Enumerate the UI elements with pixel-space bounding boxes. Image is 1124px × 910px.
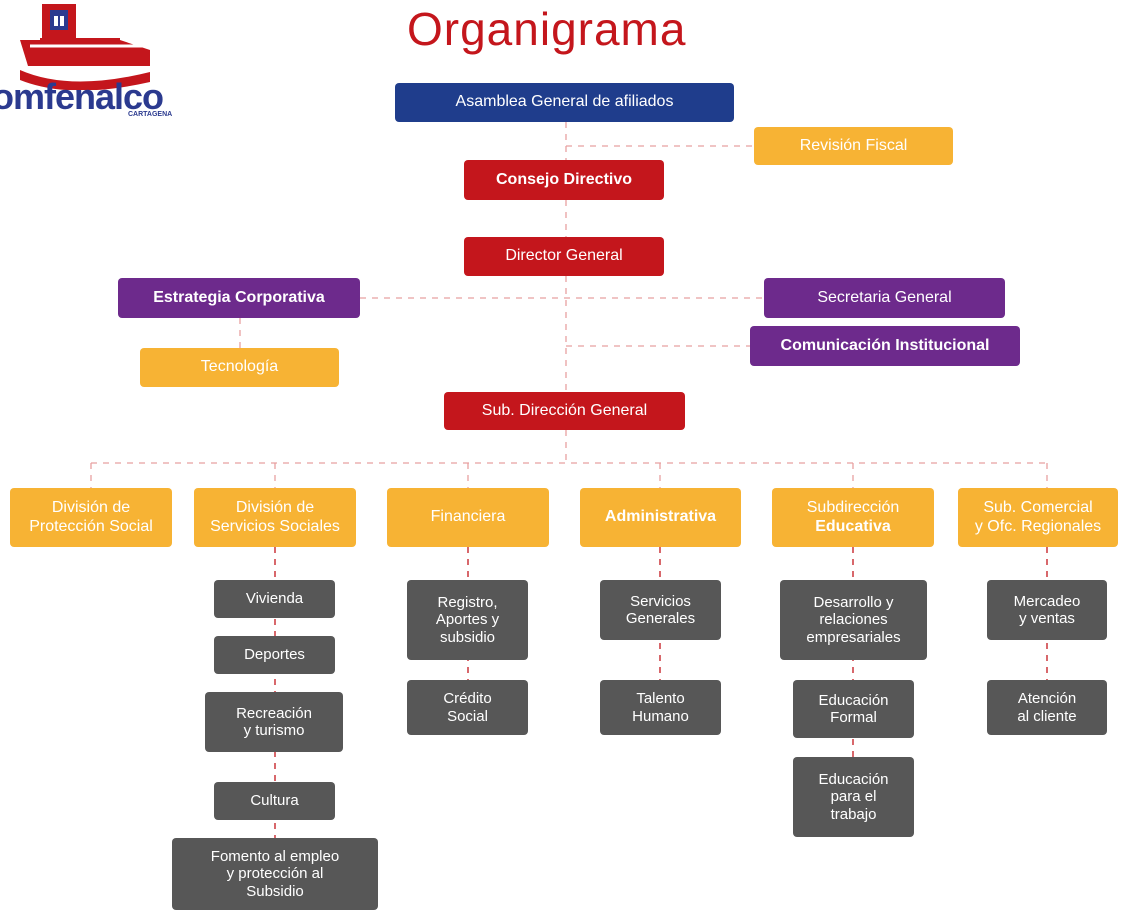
unit-label: Subsidio xyxy=(246,882,304,900)
logo-wordmark: omfenalco xyxy=(0,76,164,117)
unit-label: Cultura xyxy=(250,792,299,810)
unit-registro-aportes: Registro, Aportes y subsidio xyxy=(407,580,528,660)
division-proteccion-social: División de Protección Social xyxy=(10,488,172,547)
unit-deportes: Deportes xyxy=(214,636,335,674)
division-label-line2: Protección Social xyxy=(29,517,153,535)
unit-label: Formal xyxy=(830,709,877,726)
unit-label: Crédito xyxy=(443,690,492,708)
unit-desarrollo-relaciones: Desarrollo y relaciones empresariales xyxy=(780,580,927,660)
division-label-line1: División de xyxy=(51,499,131,517)
division-label-line2: Servicios Sociales xyxy=(210,517,340,535)
unit-label: relaciones xyxy=(819,611,888,629)
division-subdireccion-educativa: Subdirección Educativa xyxy=(772,488,934,547)
comfenalco-logo: omfenalco CARTAGENA xyxy=(0,0,182,125)
unit-label: Fomento al empleo xyxy=(210,848,340,866)
node-label: Consejo Directivo xyxy=(495,170,633,188)
node-director-general: Director General xyxy=(464,237,664,276)
unit-label: y protección al xyxy=(226,865,324,883)
node-consejo-directivo: Consejo Directivo xyxy=(464,160,664,200)
node-label: Asamblea General de afiliados xyxy=(455,93,674,111)
unit-label: Talento xyxy=(636,690,685,708)
unit-label: y turismo xyxy=(243,722,305,739)
unit-cultura: Cultura xyxy=(214,782,335,820)
division-financiera: Financiera xyxy=(387,488,549,547)
unit-label: Mercadeo xyxy=(1013,592,1081,610)
unit-label: Aportes y xyxy=(435,611,500,629)
division-label-line1: Subdirección xyxy=(806,499,900,517)
unit-label: Recreación xyxy=(236,704,312,722)
unit-label: Desarrollo y xyxy=(813,594,894,612)
unit-label: Vivienda xyxy=(245,590,304,608)
unit-label: Registro, xyxy=(437,594,498,612)
division-servicios-sociales: División de Servicios Sociales xyxy=(194,488,356,547)
unit-label: empresariales xyxy=(806,628,901,646)
unit-label: Generales xyxy=(625,610,696,627)
node-revision-fiscal: Revisión Fiscal xyxy=(754,127,953,165)
division-sub-comercial: Sub. Comercial y Ofc. Regionales xyxy=(958,488,1118,547)
unit-label: al cliente xyxy=(1017,707,1077,725)
node-label: Estrategia Corporativa xyxy=(153,288,325,306)
unit-label: trabajo xyxy=(830,805,877,823)
unit-mercadeo-ventas: Mercadeo y ventas xyxy=(987,580,1107,640)
logo-subtitle: CARTAGENA xyxy=(128,111,173,118)
unit-label: Atención xyxy=(1017,690,1077,708)
node-label: Secretaria General xyxy=(817,288,952,306)
node-label: Sub. Dirección General xyxy=(481,401,648,419)
node-asamblea: Asamblea General de afiliados xyxy=(395,83,734,122)
unit-label: subsidio xyxy=(439,628,496,646)
unit-label: Servicios xyxy=(630,592,691,610)
unit-talento-humano: Talento Humano xyxy=(600,680,721,735)
node-tecnologia: Tecnología xyxy=(140,348,339,387)
unit-label: para el xyxy=(830,788,877,806)
castle-logo-icon xyxy=(20,4,150,90)
node-label: Revisión Fiscal xyxy=(799,136,908,154)
division-administrativa: Administrativa xyxy=(580,488,741,547)
unit-vivienda: Vivienda xyxy=(214,580,335,618)
unit-credito-social: Crédito Social xyxy=(407,680,528,735)
unit-servicios-generales: Servicios Generales xyxy=(600,580,721,640)
node-secretaria-general: Secretaria General xyxy=(764,278,1005,318)
unit-label: Humano xyxy=(632,707,689,725)
node-label: Director General xyxy=(505,247,623,265)
division-label-line1: División de xyxy=(235,499,315,517)
node-label: Comunicación Institucional xyxy=(780,336,990,354)
unit-educacion-trabajo: Educación para el trabajo xyxy=(793,757,914,837)
unit-label: Social xyxy=(447,707,488,725)
division-label-line2: Educativa xyxy=(815,517,891,535)
unit-recreacion-turismo: Recreación y turismo xyxy=(205,692,343,752)
division-label-line1: Administrativa xyxy=(604,508,717,526)
unit-label: Educación xyxy=(818,691,889,709)
unit-educacion-formal: Educación Formal xyxy=(793,680,914,738)
unit-label: y ventas xyxy=(1019,610,1075,627)
node-label: Tecnología xyxy=(200,358,279,376)
unit-atencion-cliente: Atención al cliente xyxy=(987,680,1107,735)
division-label-line1: Financiera xyxy=(430,508,506,526)
unit-fomento-empleo: Fomento al empleo y protección al Subsid… xyxy=(172,838,378,910)
unit-label: Deportes xyxy=(244,646,305,664)
page-title: Organigrama xyxy=(407,3,687,55)
node-comunicacion-institucional: Comunicación Institucional xyxy=(750,326,1020,366)
node-subdireccion-general: Sub. Dirección General xyxy=(444,392,685,430)
division-label-line2: y Ofc. Regionales xyxy=(974,517,1102,535)
division-label-line1: Sub. Comercial xyxy=(983,499,1093,517)
node-estrategia-corporativa: Estrategia Corporativa xyxy=(118,278,360,318)
unit-label: Educación xyxy=(818,771,889,789)
